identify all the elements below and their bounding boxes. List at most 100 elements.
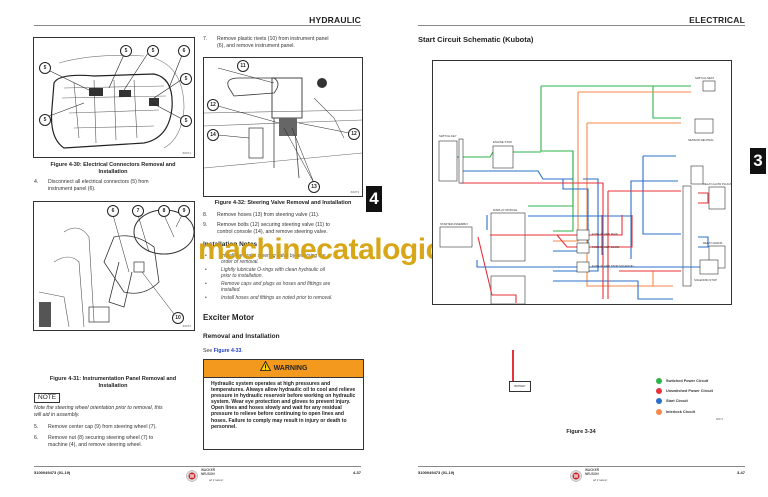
callout-12: 12 [348, 128, 360, 140]
wire-battery [512, 350, 514, 381]
label-engine-stop: ENGINE STOP [493, 140, 512, 144]
fuse-glow [576, 242, 590, 254]
callout-13: 13 [308, 181, 320, 193]
footer-divider [34, 466, 361, 467]
callout-5: 5 [147, 45, 159, 57]
bullet-icon: • [205, 281, 207, 287]
chapter-tab[interactable]: 4 [366, 186, 382, 212]
connector [458, 138, 464, 184]
page-number: 3-47 [736, 470, 745, 475]
svg-text:W: W [190, 474, 195, 480]
doc-number: 5100049473 (01-19) [34, 470, 71, 475]
wire-unswitched-power [556, 185, 633, 248]
wire-start [553, 280, 673, 300]
legend-interlock-circuit: Interlock Circuit [656, 409, 695, 415]
label-relay-crank: RELAY-CRANK [703, 241, 723, 245]
legend-unswitched-power: Unswitched Power Circuit [656, 388, 713, 394]
right-page: ELECTRICAL Start Circuit Schematic (Kubo… [384, 0, 768, 497]
left-page: HYDRAULIC 5 5 6 5 5 5 5 66071 Figure 4-3… [33, 15, 510, 482]
callout-9: 9 [178, 205, 190, 217]
engine-stop [492, 145, 514, 169]
section-subtitle: Removal and Installation [203, 333, 280, 340]
footer-divider [418, 466, 745, 467]
callout-5: 5 [180, 115, 192, 127]
wire-unswitched-power [460, 182, 604, 299]
pump-timer-module [490, 275, 526, 305]
fuse-stop-solenoid [576, 261, 590, 273]
label-display-module: DISPLAY MODULE [493, 208, 517, 212]
figure-4-30-image: 5 5 6 5 5 5 5 66071 [33, 37, 195, 158]
page-header: ELECTRICAL [689, 15, 745, 25]
callout-10: 10 [172, 312, 184, 324]
figure-4-33-link[interactable]: Figure 4-33 [213, 348, 242, 354]
brand-name: WACKER NEUSON [585, 468, 600, 476]
brand-tagline: all it takes! [593, 478, 608, 482]
wire-start [630, 180, 678, 216]
warning-box: WARNING Hydraulic system operates at hig… [203, 359, 364, 450]
wire-unswitched-power [607, 190, 681, 299]
page-number: 4-37 [352, 470, 361, 475]
sensor-neutral [694, 118, 714, 134]
wire-switched-power [540, 86, 574, 232]
schematic-lower: STARTER ASSEMBLY FUSE 30 AMP MAIN FUSE 3… [432, 185, 730, 331]
section-title: Exciter Motor [203, 313, 255, 322]
installation-notes-heading: Installation Notes [203, 241, 258, 248]
figure-3-34-caption: Figure 3-34 [566, 429, 596, 435]
callout-11: 11 [237, 60, 249, 72]
callout-8: 8 [158, 205, 170, 217]
callout-6: 6 [107, 205, 119, 217]
figure-image-id: 66072 [182, 324, 191, 328]
header-divider [34, 25, 361, 26]
battery-symbol: BATTERY [509, 381, 531, 392]
instrument-panel-illustration [38, 209, 194, 328]
engine-glow-plugs [690, 165, 704, 185]
display-module [490, 212, 526, 262]
callout-12: 12 [207, 99, 219, 111]
wire-start [553, 179, 589, 252]
schematic-lower-drawing: STARTER ASSEMBLY FUSE 30 AMP MAIN FUSE 3… [439, 185, 722, 331]
label-starter: STARTER ASSEMBLY [440, 222, 468, 226]
chapter-tab[interactable]: 3 [750, 148, 766, 174]
figure-4-31-image: 6 7 8 9 10 66072 [33, 201, 195, 331]
warning-triangle-icon [259, 360, 271, 371]
note-label: NOTE [34, 393, 61, 403]
wire-start [486, 204, 722, 230]
figure-4-32-caption: Figure 4-32: Steering Valve Removal and … [214, 200, 352, 206]
switch-seat [702, 80, 716, 92]
schematic-title: Start Circuit Schematic (Kubota) [418, 35, 534, 44]
switch-key [438, 140, 458, 182]
warning-text: Hydraulic system operates at high pressu… [211, 381, 356, 430]
wire-start [642, 156, 681, 235]
wacker-neuson-logo: W WACKER NEUSON all it takes! [570, 468, 615, 485]
label-fuse-glow: FUSE 30 AMP GLOW [592, 245, 620, 249]
page-header: HYDRAULIC [309, 15, 361, 25]
brand-tagline: all it takes! [209, 478, 224, 482]
blue-dot-icon [656, 398, 662, 404]
svg-text:W: W [574, 474, 579, 480]
callout-5: 5 [39, 114, 51, 126]
callout-5: 5 [120, 45, 132, 57]
steering-valve-illustration [204, 67, 362, 184]
brand-logo-icon: W [186, 470, 198, 482]
label-relay-glow: RELAY-GLOW PLUGS [703, 182, 731, 186]
figure-4-32-image: 11 12 12 14 13 66073 [203, 57, 363, 197]
note-text: Note the steering wheel orientation prio… [34, 405, 163, 418]
red-dot-icon [656, 388, 662, 394]
brand-logo-icon: W [570, 470, 582, 482]
legend-switched-power: Switched Power Circuit [656, 378, 708, 384]
bullet-icon: • [205, 267, 207, 273]
see-figure-text: See Figure 4-33. [203, 348, 243, 354]
connectors-illustration [43, 49, 185, 149]
green-dot-icon [656, 378, 662, 384]
wire-start [698, 236, 709, 248]
legend-start-circuit: Start Circuit [656, 398, 688, 404]
figure-4-31-caption: Figure 4-31: Instrumentation Panel Remov… [49, 376, 177, 389]
fuse-main [576, 229, 590, 241]
doc-number: 5100049473 (01-19) [418, 470, 455, 475]
callout-5: 5 [39, 62, 51, 74]
schematic-drawing: SWITCH-KEY ENGINE STOP DISPLAY MODULE SW… [438, 76, 732, 305]
schematic-image-id: 66074 [716, 418, 723, 421]
label-fuse-stop: FUSE 30 AMP STOP SOLENOID [592, 264, 634, 268]
wire-start [476, 260, 702, 268]
brand-name: WACKER NEUSON [201, 468, 216, 476]
